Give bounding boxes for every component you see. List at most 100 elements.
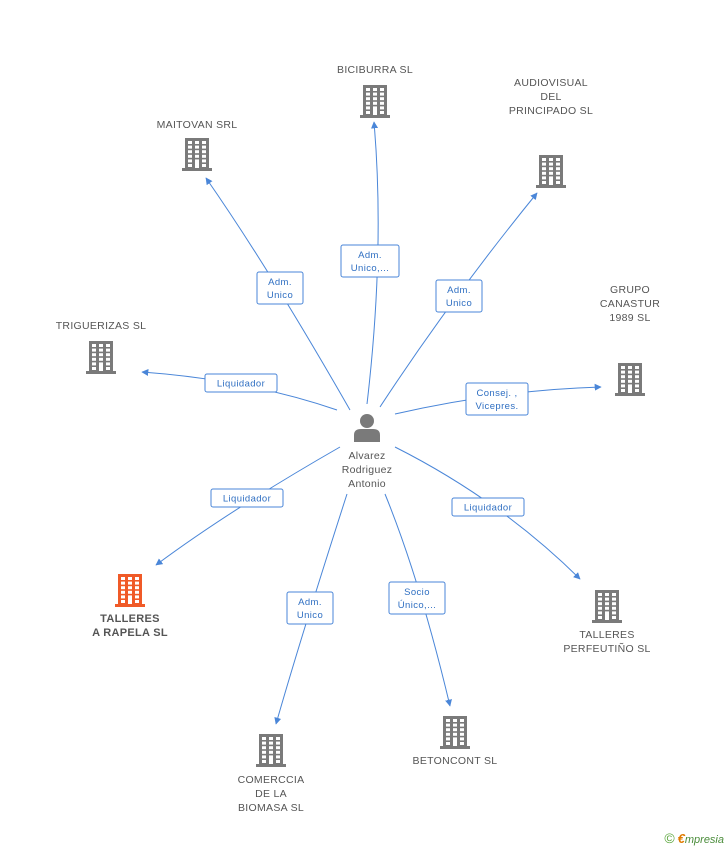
edge-label-text-line: Adm. [268, 277, 292, 288]
edge-label-trigueriza[interactable]: Liquidador [204, 373, 278, 393]
company-label-line: BICIBURRA SL [337, 64, 413, 76]
copyright-symbol: © [664, 830, 675, 846]
company-label-line: CANASTUR [600, 298, 660, 310]
edge-label-text-line: Vicepres. [475, 401, 518, 412]
building-icon [440, 716, 470, 749]
edge-label-box [451, 497, 525, 517]
company-label: AUDIOVISUAL DEL PRINCIPADO SL [509, 77, 593, 117]
edge-label-text: Adm. Unico [267, 277, 293, 301]
edge-label-text: Liquidador [217, 379, 265, 390]
company-label: COMERCCIA DE LA BIOMASA SL [238, 774, 305, 814]
edge-label-comerccia[interactable]: Adm. Unico [286, 591, 334, 625]
person-label-line: Antonio [348, 478, 386, 490]
company-label-line: AUDIOVISUAL [514, 77, 588, 89]
company-node-betoncont[interactable]: BETONCONT SL [413, 716, 498, 767]
company-node-talleres-rapela[interactable]: TALLERES A RAPELA SL [92, 574, 168, 639]
edge-label-text: Consej. , Vicepres. [475, 388, 518, 412]
building-icon [86, 341, 116, 374]
edge-label-box [256, 271, 304, 305]
edge-label-box [286, 591, 334, 625]
company-label-line: PRINCIPADO SL [509, 105, 593, 117]
company-label-line: PERFEUTIÑO SL [563, 642, 650, 655]
company-label: GRUPO CANASTUR 1989 SL [600, 284, 660, 324]
company-label-line: BIOMASA SL [238, 802, 304, 814]
edge-label-box [388, 581, 446, 615]
company-label-line: 1989 SL [609, 312, 650, 324]
edge-label-box [204, 373, 278, 393]
company-label: BICIBURRA SL [337, 64, 413, 76]
edge-label-talleres-rapela[interactable]: Liquidador [210, 488, 284, 508]
edge-label-text-line: Adm. [298, 597, 322, 608]
nodes-layer: BICIBURRA SL MAITOVAN SRL AUDIOVISUAL DEL PR… [56, 64, 660, 814]
edge-label-text-line: Unico [446, 298, 472, 309]
edge-label-text-line: Único,... [398, 600, 436, 611]
brand-first-letter: € [677, 831, 685, 846]
company-label-line: MAITOVAN SRL [157, 119, 238, 131]
edge-label-text: Liquidador [223, 494, 271, 505]
empresia-watermark[interactable]: ©€mpresia [664, 830, 724, 846]
person-label-line: Alvarez [348, 450, 385, 462]
company-label-line: TRIGUERIZAS SL [56, 320, 147, 332]
brand-name: mpresia [684, 834, 724, 846]
edge-label-box [340, 244, 400, 278]
edge-label-text-line: Unico [297, 610, 323, 621]
building-icon [360, 85, 390, 118]
edge-label-text-line: Liquidador [217, 379, 265, 390]
person-label-line: Rodriguez [342, 464, 393, 476]
edge-label-text-line: Adm. [447, 285, 471, 296]
edge-label-biciburra[interactable]: Adm. Unico,... [340, 244, 400, 278]
person-icon [354, 414, 380, 442]
edge-label-text-line: Unico,... [351, 263, 389, 274]
building-icon [182, 138, 212, 171]
building-icon [592, 590, 622, 623]
edge-label-box [210, 488, 284, 508]
company-node-grupo[interactable]: GRUPO CANASTUR 1989 SL [600, 284, 660, 396]
company-label: TRIGUERIZAS SL [56, 320, 147, 332]
building-icon [115, 574, 145, 607]
edge-label-text: Adm. Unico [446, 285, 472, 309]
company-label-line: DEL [540, 91, 561, 103]
company-label-line: DE LA [255, 788, 287, 800]
edge-label-talleres-perfeutino[interactable]: Liquidador [451, 497, 525, 517]
edge-label-grupo[interactable]: Consej. , Vicepres. [465, 382, 529, 416]
company-label-line: A RAPELA SL [92, 627, 168, 639]
company-node-maitovan[interactable]: MAITOVAN SRL [157, 119, 238, 171]
edge-label-text-line: Liquidador [464, 503, 512, 514]
company-label: BETONCONT SL [413, 755, 498, 767]
building-icon [536, 155, 566, 188]
company-node-biciburra[interactable]: BICIBURRA SL [337, 64, 413, 118]
edge-label-text-line: Socio [404, 587, 430, 598]
company-node-audiovisual[interactable]: AUDIOVISUAL DEL PRINCIPADO SL [509, 77, 593, 188]
company-label: MAITOVAN SRL [157, 119, 238, 131]
company-label-line: COMERCCIA [238, 774, 305, 786]
edge-label-text-line: Consej. , [476, 388, 517, 399]
edge-label-text-line: Liquidador [223, 494, 271, 505]
edge-label-text: Adm. Unico [297, 597, 323, 621]
building-icon [256, 734, 286, 767]
company-node-comerccia[interactable]: COMERCCIA DE LA BIOMASA SL [238, 734, 305, 814]
edge-label-text: Liquidador [464, 503, 512, 514]
building-icon [615, 363, 645, 396]
company-label-line: BETONCONT SL [413, 755, 498, 767]
company-label-line: TALLERES [100, 613, 160, 625]
edge-talleres-rapela [155, 446, 341, 566]
edge-label-maitovan[interactable]: Adm. Unico [256, 271, 304, 305]
edge-label-text-line: Adm. [358, 250, 382, 261]
company-label-line: GRUPO [610, 284, 650, 296]
edge-label-audiovisual[interactable]: Adm. Unico [435, 279, 483, 313]
company-label: TALLERES A RAPELA SL [92, 613, 168, 639]
edge-label-text-line: Unico [267, 290, 293, 301]
edge-label-text: Adm. Unico,... [351, 250, 389, 274]
edge-label-box [465, 382, 529, 416]
edge-label-box [435, 279, 483, 313]
company-label-line: TALLERES [579, 629, 634, 641]
company-node-trigueriza[interactable]: TRIGUERIZAS SL [56, 320, 147, 374]
